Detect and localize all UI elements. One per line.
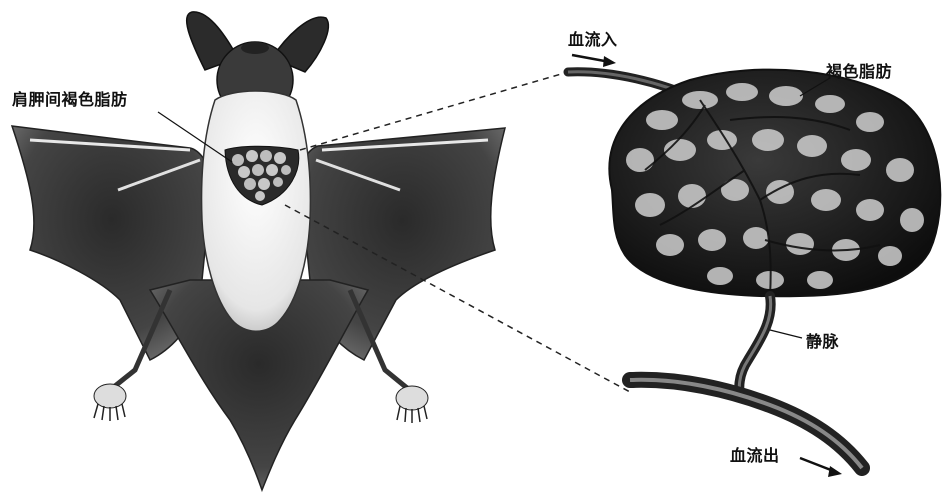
arrow-blood-in xyxy=(572,55,616,67)
body xyxy=(202,91,311,331)
label-leader-vein xyxy=(770,330,802,338)
label-blood-out: 血流出 xyxy=(730,442,780,466)
label-blood-in: 血流入 xyxy=(568,26,618,50)
label-brown-fat: 褐色脂肪 xyxy=(826,58,892,82)
label-vein: 静脉 xyxy=(806,328,839,352)
brown-fat-detail xyxy=(568,70,940,468)
left-foot xyxy=(94,384,126,421)
right-foot xyxy=(396,386,428,423)
arrow-blood-out xyxy=(800,458,842,477)
label-interscapular-brown-fat: 肩胛间褐色脂肪 xyxy=(12,86,128,110)
bat xyxy=(12,12,505,490)
